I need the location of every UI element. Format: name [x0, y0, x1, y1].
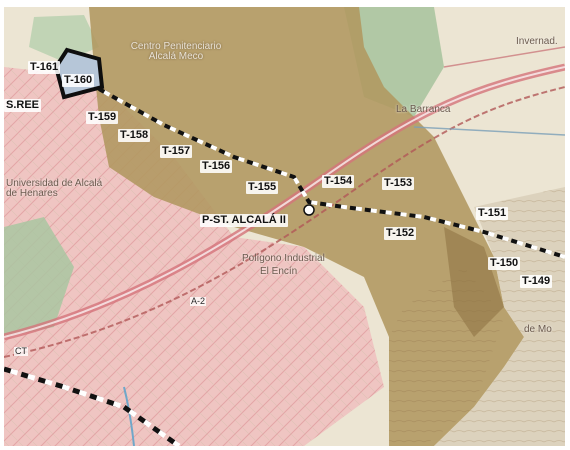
terrain-east-lines [434, 187, 565, 446]
topographic-map[interactable] [4, 7, 565, 446]
green-zone-west [4, 217, 74, 337]
railway [4, 86, 565, 358]
road-north [443, 46, 565, 68]
map-frame[interactable]: Centro Penitenciario Alcalá Meco La Barr… [4, 7, 565, 446]
green-zone-small [29, 15, 99, 62]
road-east [413, 126, 565, 136]
substation-alcala-ii-marker[interactable] [303, 204, 315, 216]
power-line-route-white [98, 87, 565, 259]
power-line-southwest-white [4, 366, 181, 446]
power-line-route[interactable] [98, 87, 565, 259]
hill-shading [444, 227, 504, 337]
highway-a2-edge [4, 66, 565, 338]
canal [123, 386, 135, 446]
substation-ree[interactable] [53, 47, 105, 100]
power-line-southwest[interactable] [4, 366, 181, 446]
